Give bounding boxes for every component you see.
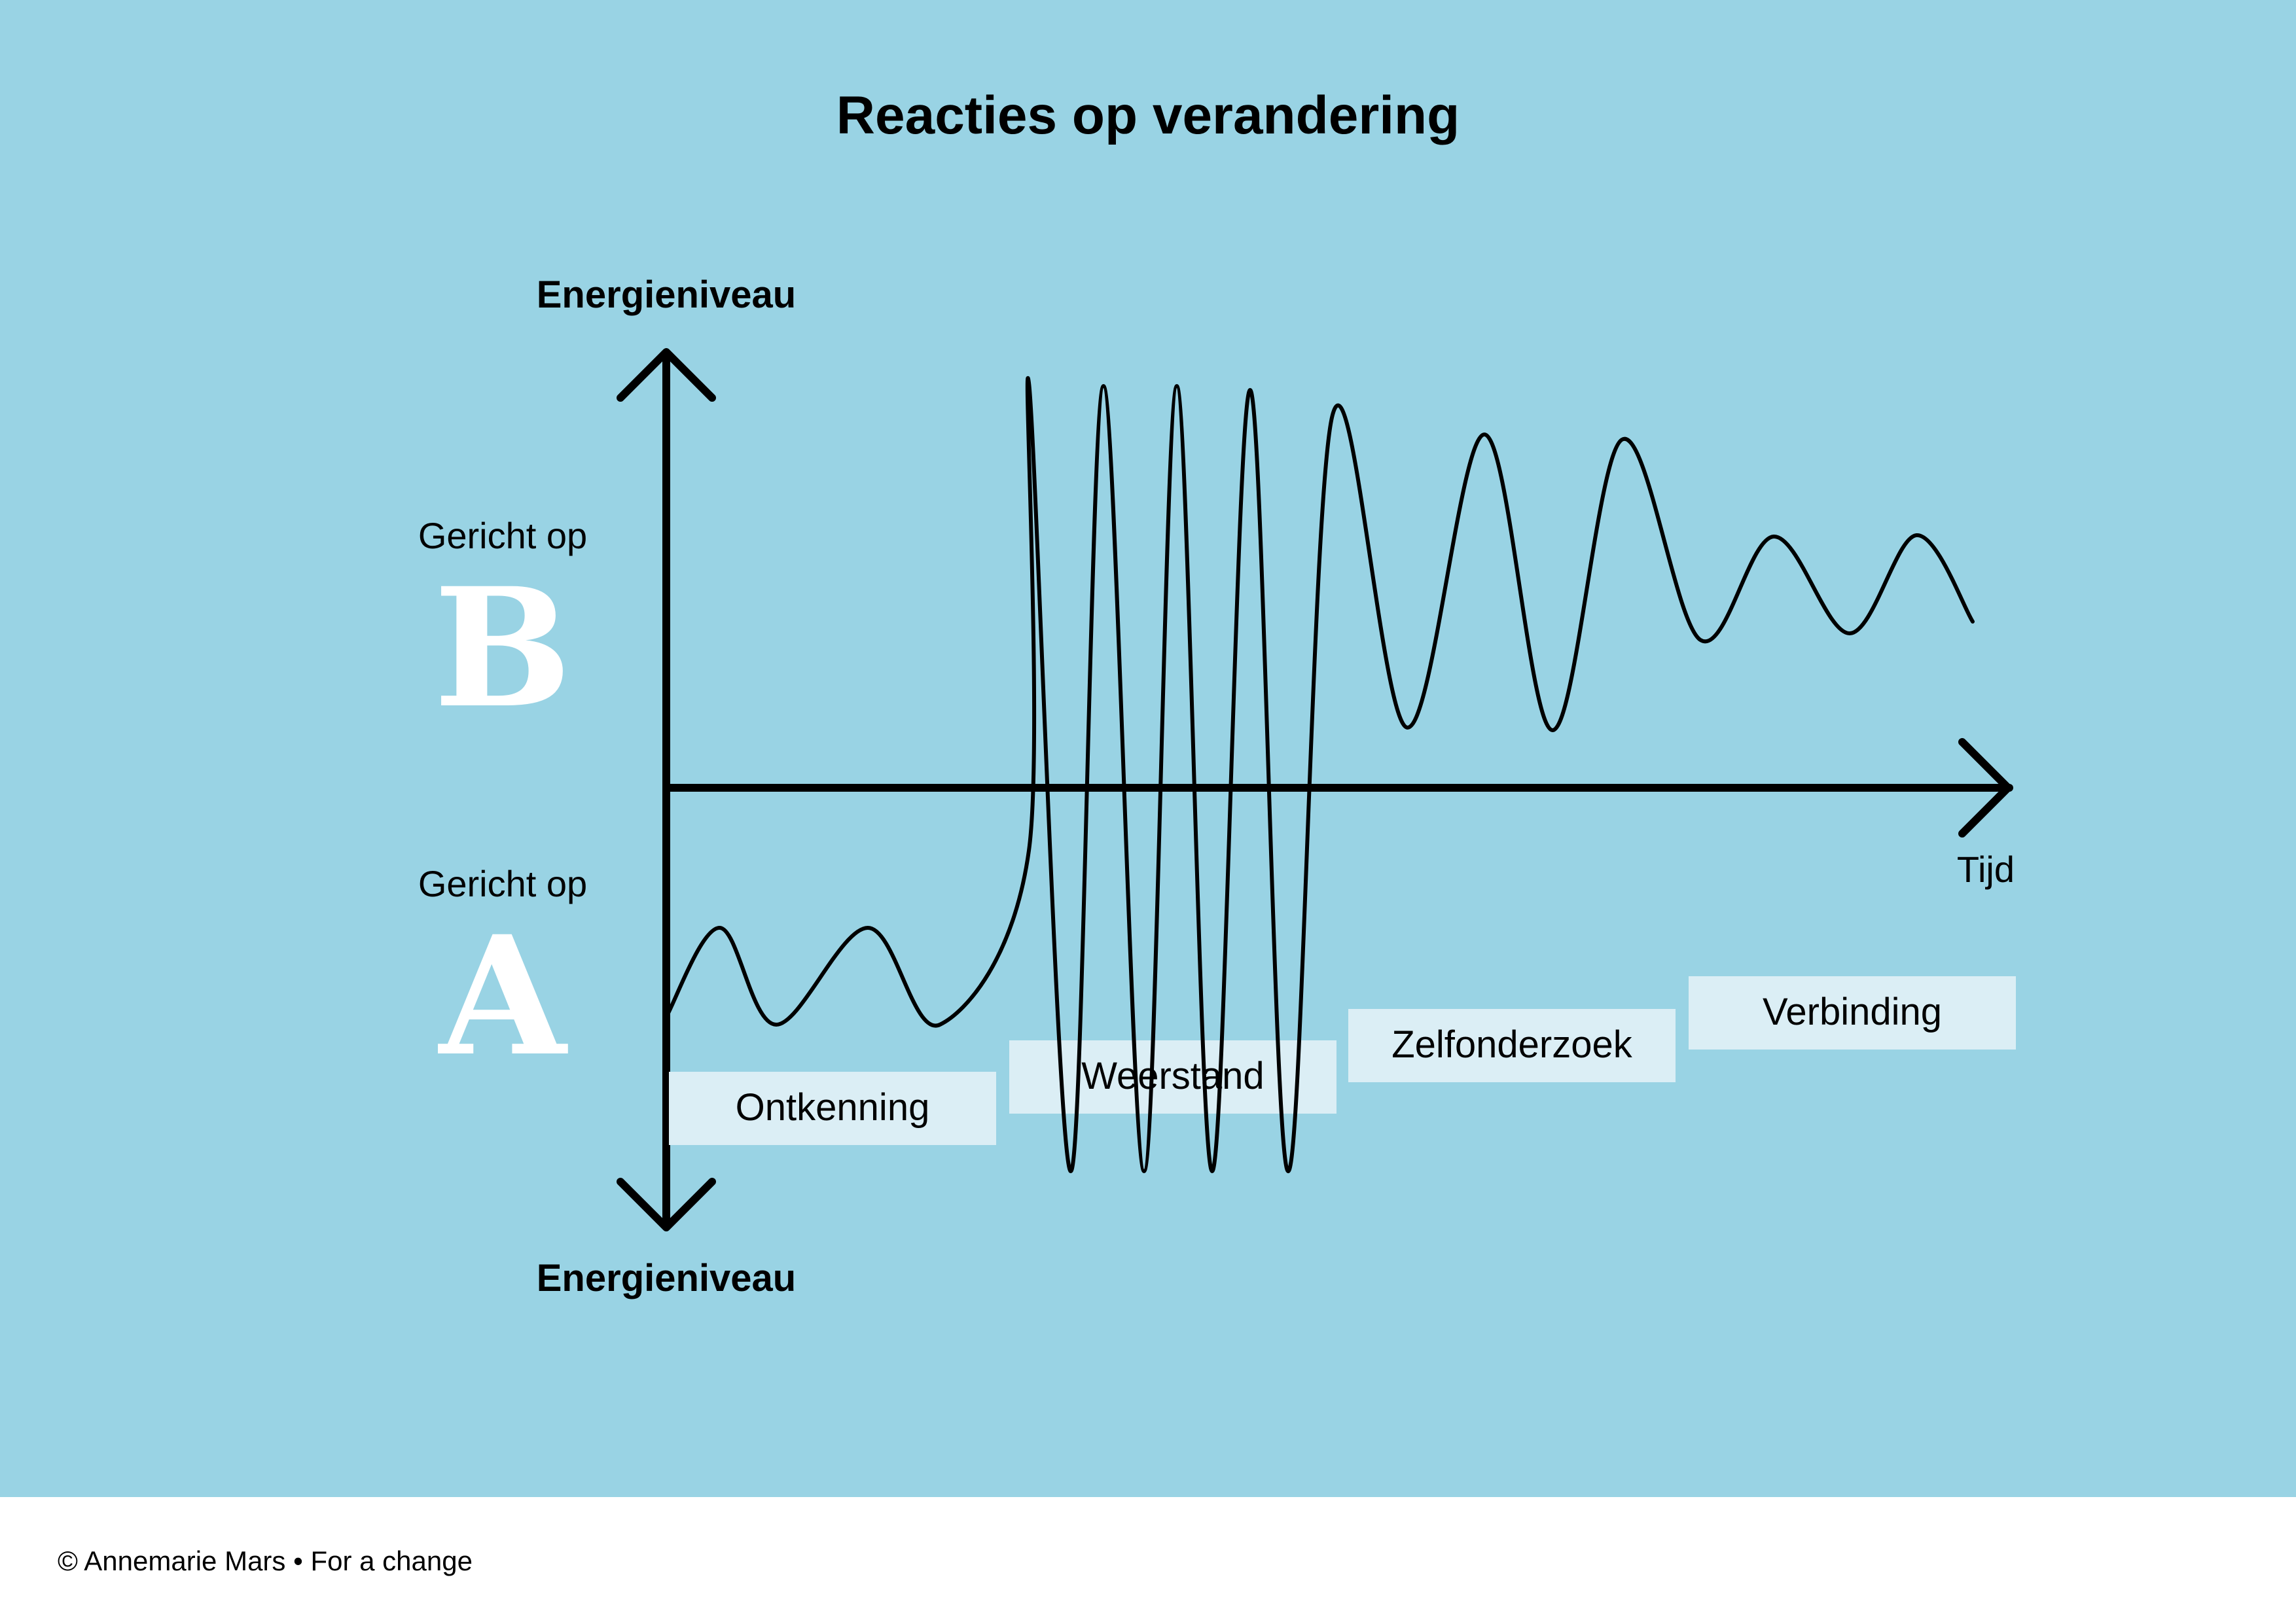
phase-label-ontkenning: Ontkenning bbox=[736, 1086, 930, 1129]
footer-band bbox=[0, 1497, 2296, 1624]
y-axis-arrowhead-up bbox=[617, 348, 716, 402]
y-axis-label-top: Energieniveau bbox=[537, 274, 796, 316]
phase-box-zelfonderzoek bbox=[1348, 1009, 1676, 1082]
diagram-title: Reacties op verandering bbox=[836, 86, 1460, 145]
pole-a-letter: A bbox=[438, 900, 568, 1092]
reaction-curve bbox=[664, 376, 1975, 1174]
x-axis-label: Tijd bbox=[1957, 849, 2015, 890]
phase-box-ontkenning bbox=[669, 1072, 996, 1145]
y-axis-arrowhead-down bbox=[617, 1178, 716, 1231]
pole-b-prefix: Gericht op bbox=[418, 515, 587, 556]
pole-a-prefix: Gericht op bbox=[418, 863, 587, 904]
phase-label-zelfonderzoek: Zelfonderzoek bbox=[1391, 1023, 1633, 1066]
phase-label-verbinding: Verbinding bbox=[1763, 991, 1942, 1033]
x-axis-arrowhead bbox=[1958, 738, 2012, 838]
pole-b-letter: B bbox=[433, 552, 571, 744]
footer-credit: © Annemarie Mars • For a change bbox=[58, 1545, 473, 1576]
phase-label-weerstand: Weerstand bbox=[1081, 1055, 1264, 1097]
phase-box-verbinding bbox=[1689, 976, 2016, 1050]
diagram-background bbox=[0, 0, 2296, 1497]
y-axis-label-bottom: Energieniveau bbox=[537, 1257, 796, 1299]
x-axis bbox=[662, 738, 2013, 838]
